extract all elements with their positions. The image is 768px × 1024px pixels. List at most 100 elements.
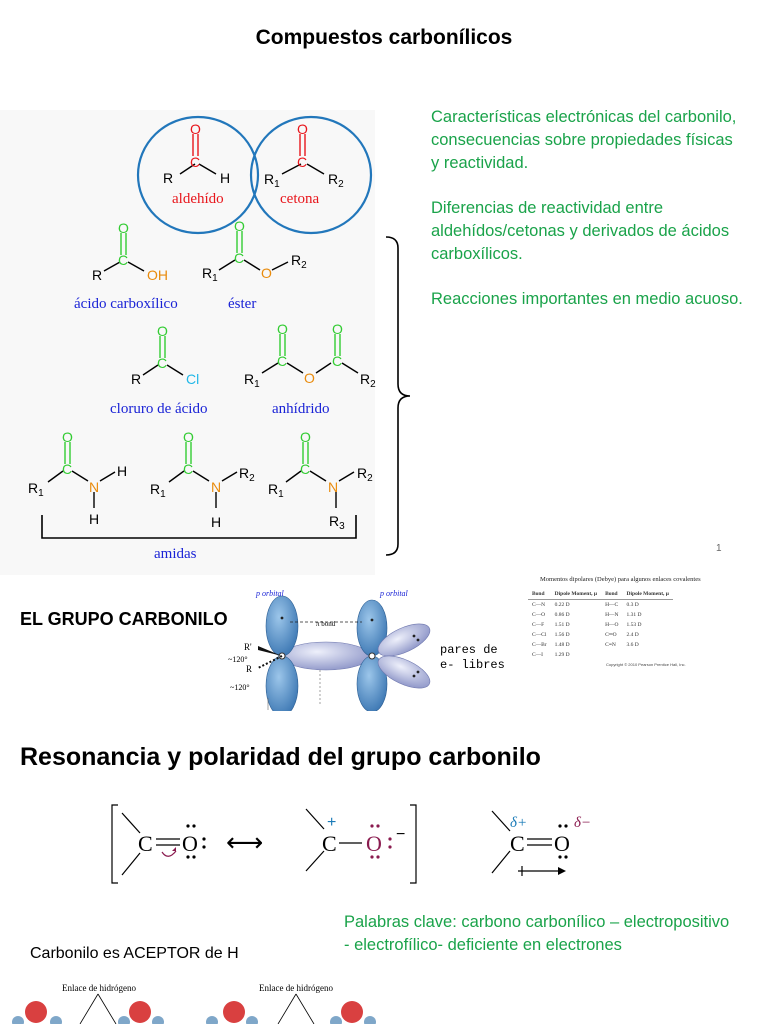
atom-C: C xyxy=(190,154,200,170)
table-cell: 2.4 D xyxy=(626,632,639,638)
note-line: Reacciones importantes en medio acuoso. xyxy=(431,290,743,308)
atom-O: O xyxy=(190,121,201,137)
table-cell: 1.56 D xyxy=(554,632,570,638)
table-cell: 0.86 D xyxy=(554,612,570,618)
atom-C: C xyxy=(300,461,310,477)
oxygen-atom xyxy=(25,1001,47,1023)
lone-pairs-label: pares de e- libres xyxy=(440,643,505,673)
note-line: Características electrónicas del carboni… xyxy=(431,108,737,126)
atom-N: N xyxy=(89,479,99,495)
structures-panel xyxy=(0,110,375,575)
label-anhidrido: anhídrido xyxy=(272,401,330,417)
aldehyde-structure xyxy=(179,134,217,175)
hydrogen-atom xyxy=(118,1016,130,1024)
table-header: Dipole Moment, μ xyxy=(550,589,602,600)
r-prime-label: R' xyxy=(244,642,252,652)
note-line: carboxílicos. xyxy=(431,245,523,263)
hydrogen-atom xyxy=(152,1016,164,1024)
table-cell: C≡N xyxy=(605,642,616,648)
notes: Características electrónicas del carboni… xyxy=(431,106,766,311)
atom-R1: R1 xyxy=(202,265,218,284)
atom-C: C xyxy=(118,252,128,268)
atom-O: O xyxy=(304,370,315,386)
hbond-illustration xyxy=(12,993,376,1024)
atom-R2: R2 xyxy=(360,371,376,390)
table-cell: 3.6 D xyxy=(626,642,639,648)
pi-bond-label: π bond xyxy=(316,620,336,628)
amides-bracket xyxy=(41,515,357,539)
note-line: consecuencias sobre propiedades físicas xyxy=(431,131,733,149)
carbocation-plus: + xyxy=(327,814,336,831)
table-cell: 0.22 D xyxy=(554,602,570,608)
atom-H: H xyxy=(220,170,230,186)
atom-C: C xyxy=(183,461,193,477)
atom-R: R xyxy=(163,170,173,186)
atom-C: C xyxy=(138,831,153,856)
table-cell: H—O xyxy=(605,622,619,628)
p-orbital-right-label: p orbital xyxy=(379,589,409,598)
oxygen-atom xyxy=(223,1001,245,1023)
acceptor-text: Carbonilo es ACEPTOR de H xyxy=(30,945,239,962)
resonance-diagram: C O ⟷ + C O − δ+ C O δ− xyxy=(111,804,591,884)
atom-R1: R1 xyxy=(28,480,44,499)
dipole-table-title: Momentos dipolares (Debye) para algunos … xyxy=(540,576,701,583)
dipole-table-box: Momentos dipolares (Debye) para algunos … xyxy=(522,576,762,667)
atom-N: N xyxy=(328,479,338,495)
hbond-label-right: Enlace de hidrógeno xyxy=(259,983,333,993)
table-cell: C—I xyxy=(532,652,543,658)
atom-R: R xyxy=(131,371,141,387)
table-header: Dipole Moment, μ xyxy=(622,589,673,600)
dipole-copyright: Copyright © 2010 Pearson Prentice Hall, … xyxy=(606,662,686,667)
atom-O: O xyxy=(332,321,343,337)
section-carbonyl: EL GRUPO CARBONILO xyxy=(20,609,228,629)
table-row: C—I 1.29 D xyxy=(528,650,673,660)
angle-label: ~120° xyxy=(228,655,248,664)
table-cell: 1.29 D xyxy=(554,652,570,658)
delta-plus: δ+ xyxy=(510,815,527,831)
hydrogen-atom xyxy=(206,1016,218,1024)
atom-N: N xyxy=(211,479,221,495)
table-header: Bond xyxy=(528,589,551,600)
atom-O: O xyxy=(261,265,272,281)
atom-R3: R3 xyxy=(329,513,345,532)
aldehyde-circle xyxy=(136,115,260,235)
atom-R1: R1 xyxy=(264,171,280,190)
amide-secondary-structure xyxy=(168,442,238,508)
atom-O: O xyxy=(297,121,308,137)
keywords: Palabras clave: carbono carbonílico – el… xyxy=(344,911,764,957)
ester-structure xyxy=(218,231,289,271)
atom-O: O xyxy=(277,321,288,337)
orbital-diagram: p orbital p orbital π bond R' ~120° R ~1… xyxy=(228,589,431,711)
table-cell: 1.31 D xyxy=(626,612,642,618)
hydrogen-atom xyxy=(50,1016,62,1024)
r-label: R xyxy=(246,664,252,674)
table-cell: C═O xyxy=(605,632,617,638)
oxyanion-minus: − xyxy=(396,826,405,843)
atom-R1: R1 xyxy=(268,481,284,500)
lone-pairs-line: e- libres xyxy=(440,658,505,672)
table-cell: 0.3 D xyxy=(626,602,639,608)
anhydride-structure xyxy=(261,334,359,374)
table-header: Bond xyxy=(601,589,623,600)
structures-diagram: O C R H O C R1 R2 O C R OH O C R1 O R2 O xyxy=(28,115,411,556)
table-cell: 1.48 D xyxy=(554,642,570,648)
oxygen-atom xyxy=(129,1001,151,1023)
oxygen-atom xyxy=(341,1001,363,1023)
note-line: y reactividad. xyxy=(431,154,529,172)
label-ester: éster xyxy=(228,296,257,312)
label-acido-carboxilico: ácido carboxílico xyxy=(74,296,178,312)
page-title: Compuestos carbonílicos xyxy=(255,26,513,49)
atom-O: O xyxy=(234,218,245,234)
label-aldehido: aldehído xyxy=(172,191,224,207)
acid-chloride-structure xyxy=(142,336,184,376)
hydrogen-atom xyxy=(12,1016,24,1024)
atom-O: O xyxy=(118,220,129,236)
atom-Cl: Cl xyxy=(186,371,199,387)
atom-O: O xyxy=(183,429,194,445)
atom-C: C xyxy=(322,831,337,856)
atom-C: C xyxy=(62,461,72,477)
atom-H: H xyxy=(89,511,99,527)
